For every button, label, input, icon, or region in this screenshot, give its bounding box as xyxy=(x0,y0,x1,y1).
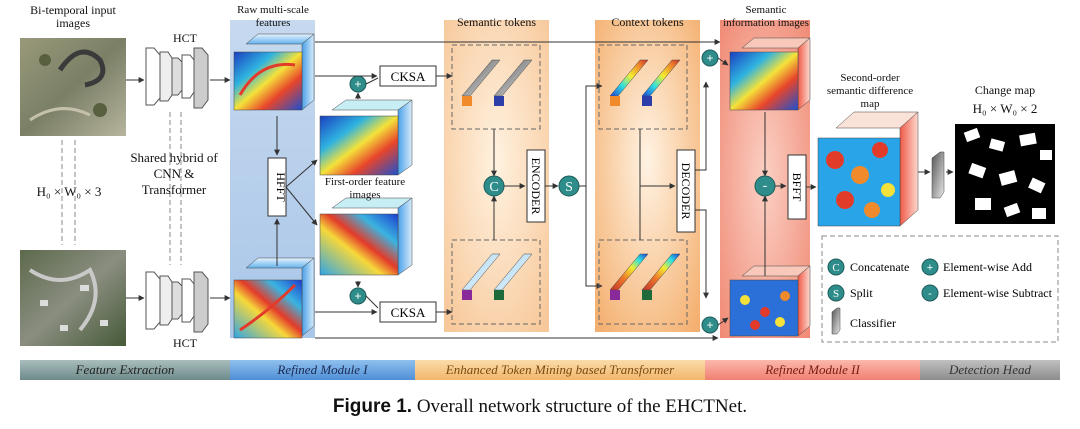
figure-caption: Figure 1. Overall network structure of t… xyxy=(0,396,1080,418)
decoder-label: DECODER xyxy=(679,163,693,220)
bi-temporal-label: Bi-temporal input images xyxy=(30,3,116,30)
svg-text:S: S xyxy=(565,180,573,195)
svg-text:-: - xyxy=(763,177,768,193)
input-dims-label: H₀ × W₀ × 3 xyxy=(36,184,102,199)
change-map-image xyxy=(955,124,1055,224)
legend-subtract-label: Element-wise Subtract xyxy=(943,286,1053,300)
classifier-block xyxy=(931,151,945,199)
legend-add-icon: + xyxy=(921,258,939,276)
cksa-label-top: CKSA xyxy=(391,69,426,84)
legend-concat-icon: C xyxy=(827,258,845,276)
add-circle-bottom: + xyxy=(349,287,367,305)
svg-text:+: + xyxy=(706,318,713,332)
legend-box xyxy=(821,235,1059,343)
stage-refined-module-2: Refined Module II xyxy=(705,360,920,380)
legend-subtract-icon: - xyxy=(921,284,939,302)
bfft-label: BFFT xyxy=(790,173,804,202)
semantic-info-cube-bottom xyxy=(729,265,811,337)
svg-text:S: S xyxy=(833,288,839,300)
svg-text:C: C xyxy=(832,262,839,274)
second-order-cube xyxy=(817,111,919,227)
semantic-tokens-top xyxy=(461,59,533,106)
legend-classifier-label: Classifier xyxy=(850,316,896,330)
decoder-box xyxy=(676,149,696,233)
context-tokens-bottom xyxy=(609,253,681,300)
context-tokens-label: Context tokens xyxy=(611,15,684,29)
legend-add-label: Element-wise Add xyxy=(943,260,1032,274)
hfft-label: HFFT xyxy=(274,172,288,202)
raw-feature-cube-top xyxy=(233,33,315,111)
hct-label-bottom: HCT xyxy=(173,336,197,350)
caption-prefix: Figure 1. xyxy=(332,396,413,417)
shared-backbone-label: Shared hybrid of CNN & Transformer xyxy=(130,150,218,197)
svg-text:C: C xyxy=(489,180,498,195)
svg-text:-: - xyxy=(928,288,932,300)
subtract-circle: - xyxy=(754,175,776,197)
cksa-label-bottom: CKSA xyxy=(391,305,426,320)
semantic-tokens-label: Semantic tokens xyxy=(457,15,536,29)
stage-feature-extraction: Feature Extraction xyxy=(20,360,230,380)
context-token-box-bottom xyxy=(598,239,688,325)
svg-text:+: + xyxy=(354,77,361,91)
hct-backbone-top xyxy=(145,47,209,109)
stage-detection-head: Detection Head xyxy=(920,360,1060,380)
output-dims-label: H₀ × W₀ × 2 xyxy=(972,101,1038,116)
concat-circle: C xyxy=(483,175,505,197)
add-circle-info-top: + xyxy=(701,49,719,67)
semantic-info-cube-top xyxy=(729,37,811,111)
legend-split-icon: S xyxy=(827,284,845,302)
first-order-cube-bottom xyxy=(319,197,413,276)
raw-feature-cube-bottom xyxy=(233,257,315,339)
change-map-label: Change map xyxy=(974,83,1036,97)
first-order-label: First-order feature images xyxy=(324,176,406,201)
add-circle-top: + xyxy=(349,75,367,93)
semantic-tokens-bottom xyxy=(461,253,533,300)
caption-text: Overall network structure of the EHCTNet… xyxy=(416,396,748,417)
legend-split-label: Split xyxy=(850,286,873,300)
svg-text:+: + xyxy=(706,51,713,65)
encoder-label: ENCODER xyxy=(529,158,543,215)
semantic-token-box-bottom xyxy=(451,239,541,325)
input-image-t2 xyxy=(20,250,126,346)
semantic-info-label: Semantic information images xyxy=(723,4,809,29)
legend-classifier-icon xyxy=(831,307,841,335)
hct-backbone-bottom xyxy=(145,271,209,333)
semantic-token-box-top xyxy=(451,44,541,130)
svg-text:+: + xyxy=(354,289,361,303)
split-circle: S xyxy=(558,175,580,197)
stage-refined-module-1: Refined Module I xyxy=(230,360,415,380)
input-image-t1 xyxy=(20,38,126,136)
second-order-label: Second-order semantic difference map xyxy=(826,72,914,110)
raw-features-label: Raw multi-scale features xyxy=(237,4,309,29)
add-circle-info-bottom: + xyxy=(701,316,719,334)
legend-concatenate-label: Concatenate xyxy=(850,260,909,274)
context-tokens-top xyxy=(609,59,681,106)
first-order-cube-top xyxy=(319,99,413,176)
context-token-box-top xyxy=(598,44,688,130)
hct-label-top: HCT xyxy=(173,31,197,45)
stage-token-mining-transformer: Enhanced Token Mining based Transformer xyxy=(415,360,705,380)
svg-text:+: + xyxy=(927,262,933,274)
